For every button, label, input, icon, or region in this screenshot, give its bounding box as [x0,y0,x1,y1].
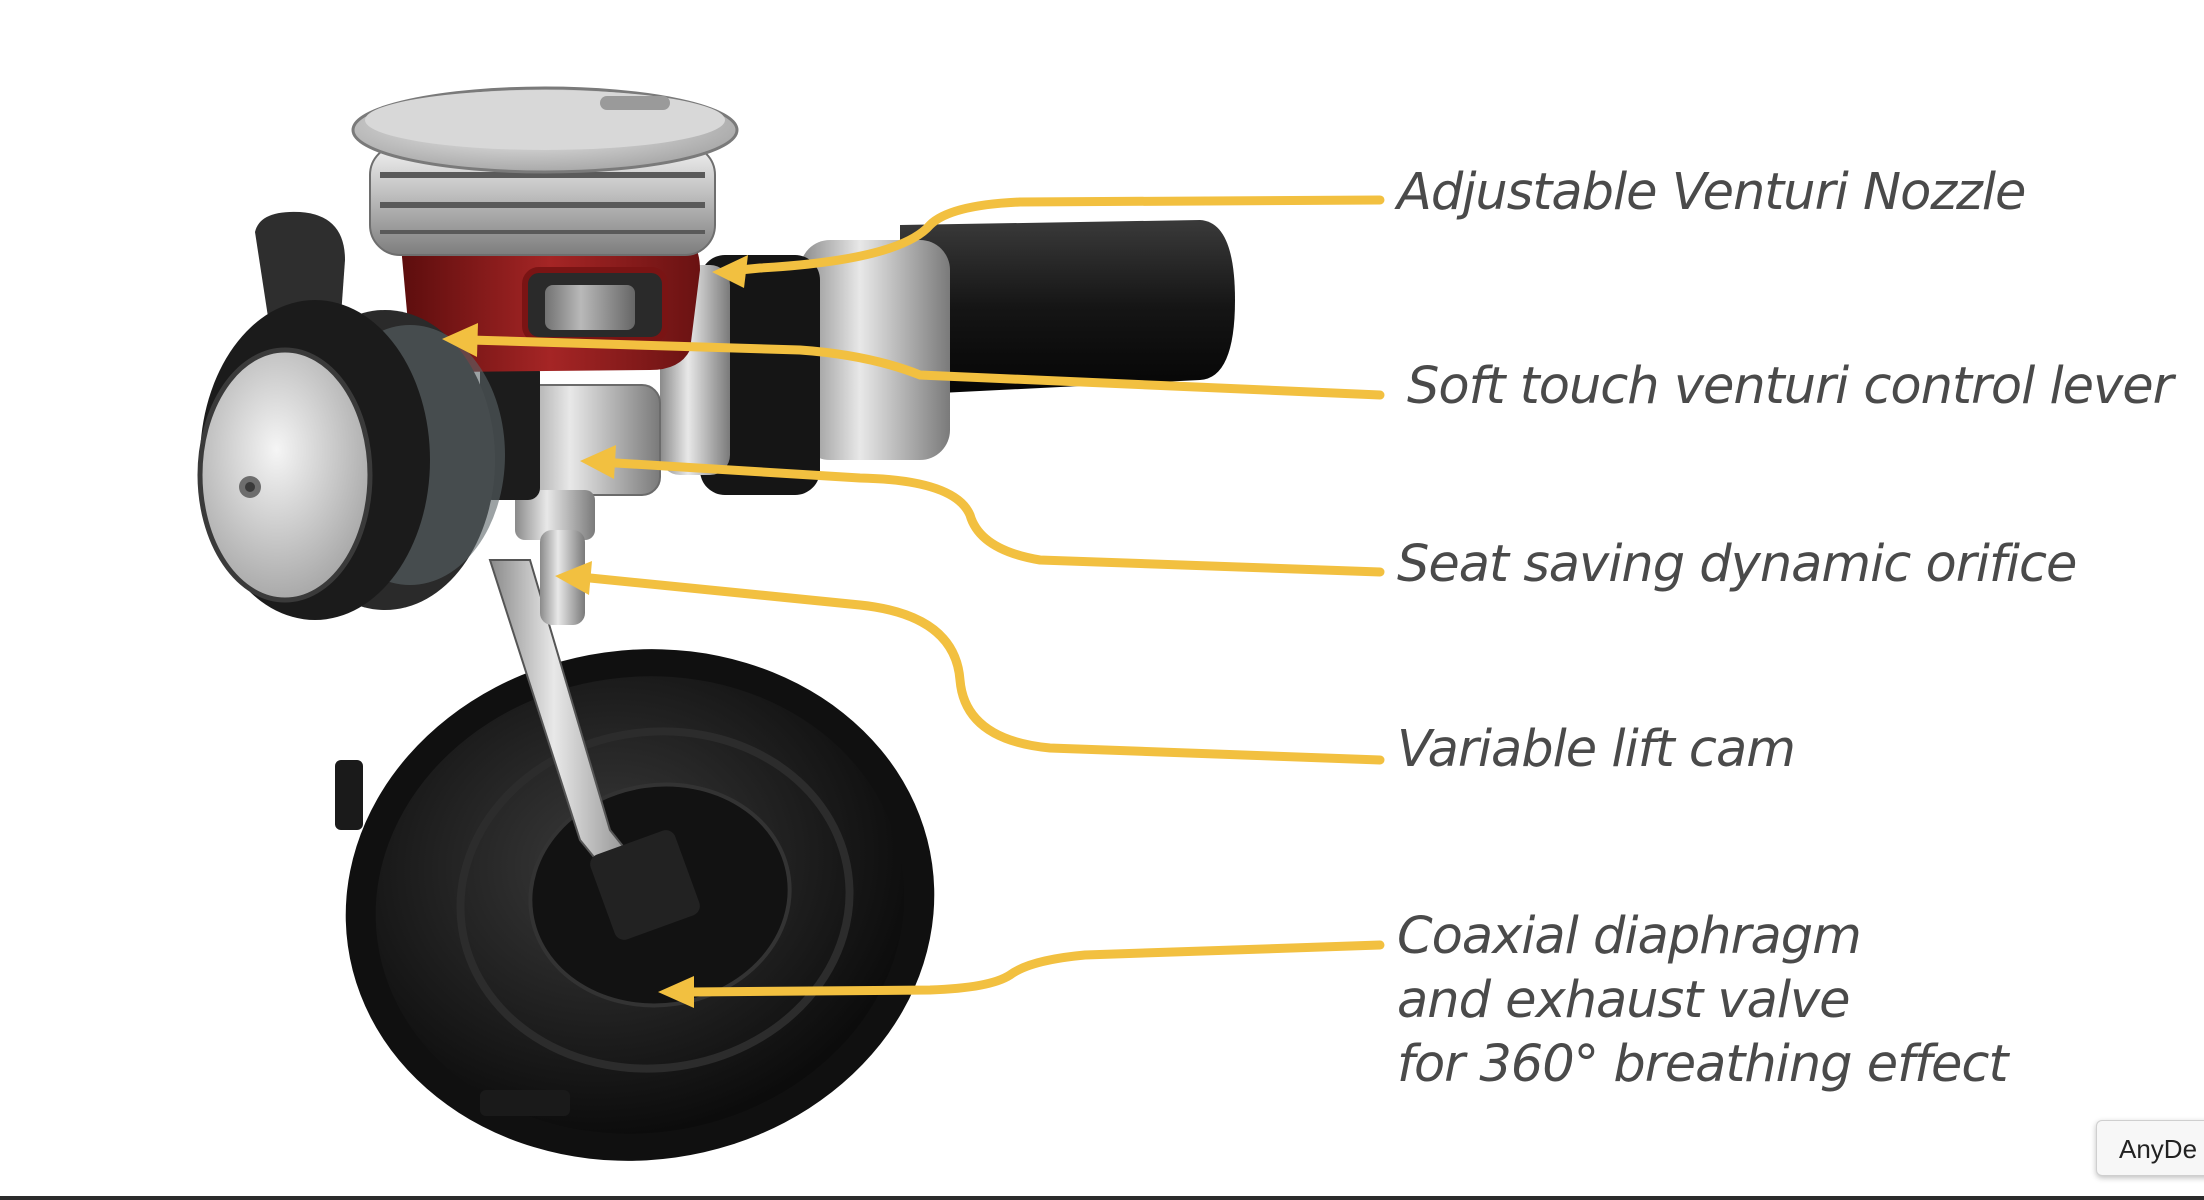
callout-label-nozzle: Adjustable Venturi Nozzle [1397,163,2026,222]
venturi-hose [660,220,1235,495]
leader-line-cam [585,573,1385,765]
callout-line-3: for 360° breathing effect [1397,1035,2008,1094]
leader-arrowheads [442,255,748,1008]
arrowhead-lever [442,323,478,357]
callout-label-diaphragm: Coaxial diaphragm and exhaust valve for … [1397,905,2008,1097]
leader-line-diaphragm [685,940,1385,997]
arrowhead-cam [555,561,592,595]
callout-line-1: Coaxial diaphragm [1397,907,1862,966]
callout-label-cam: Variable lift cam [1397,720,1796,779]
arrowhead-nozzle [712,255,748,288]
callout-label-lever: Soft touch venturi control lever [1407,357,2174,416]
diaphragm-cover [335,559,935,1161]
callout-label-orifice: Seat saving dynamic orifice [1397,535,2077,594]
leader-lines [465,195,1385,997]
leader-line-orifice [595,457,1385,577]
side-knob [197,211,505,620]
top-cap [351,86,739,256]
arrowhead-orifice [580,445,616,479]
leader-line-lever [465,335,1385,400]
callout-line-2: and exhaust valve [1397,971,1851,1030]
leader-line-nozzle [735,195,1385,275]
bottom-strip [0,1196,2204,1200]
anydesk-tooltip[interactable]: AnyDe [2096,1120,2204,1176]
arrowhead-diaphragm [658,976,694,1008]
